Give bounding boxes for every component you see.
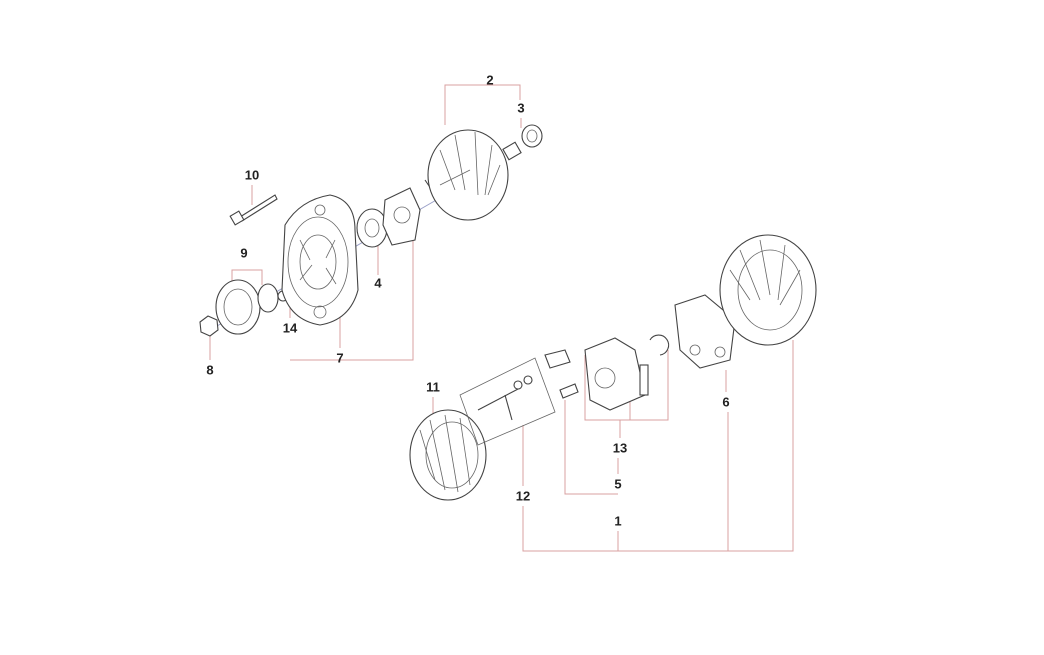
rotor bbox=[424, 129, 522, 221]
callout-10: 10 bbox=[244, 167, 260, 183]
callout-11: 11 bbox=[426, 379, 440, 395]
rear-housing bbox=[719, 234, 817, 346]
callout-1: 1 bbox=[614, 513, 622, 529]
front-bearing bbox=[356, 208, 388, 248]
callout-13: 13 bbox=[612, 440, 628, 456]
callout-14: 14 bbox=[282, 320, 298, 336]
callout-9: 9 bbox=[240, 245, 248, 261]
callout-3: 3 bbox=[517, 100, 525, 116]
callout-4: 4 bbox=[374, 275, 382, 291]
callout-8: 8 bbox=[206, 362, 214, 378]
callout-5: 5 bbox=[614, 476, 622, 492]
brush-kit bbox=[459, 357, 556, 446]
callout-2: 2 bbox=[486, 72, 494, 88]
callout-7: 7 bbox=[336, 350, 344, 366]
nut bbox=[199, 315, 219, 337]
leader-lines bbox=[209, 84, 794, 552]
rectifier bbox=[674, 294, 736, 369]
through-bolt bbox=[229, 194, 278, 226]
stator bbox=[409, 409, 487, 501]
front-housing bbox=[281, 194, 359, 326]
retaining-clip bbox=[649, 334, 670, 356]
callout-6: 6 bbox=[722, 394, 730, 410]
voltage-regulator bbox=[544, 337, 649, 411]
pulley bbox=[215, 279, 279, 335]
rear-bearing bbox=[521, 124, 543, 148]
callout-12: 12 bbox=[515, 488, 531, 504]
bearing-retainer-plate bbox=[382, 187, 421, 246]
